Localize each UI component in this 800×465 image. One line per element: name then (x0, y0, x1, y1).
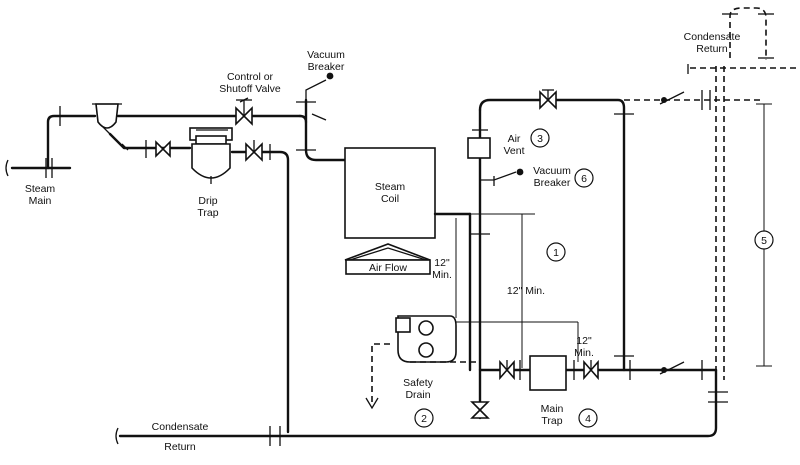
top-valve[interactable] (539, 89, 557, 110)
safety-drain-label-2: Drain (405, 389, 430, 401)
condensate-return-bottom-pipe (115, 368, 728, 446)
vacuum-breaker-mid-label-2: Breaker (534, 177, 571, 189)
steam-coil-label: Steam (375, 181, 406, 193)
coil-drop (468, 98, 634, 420)
min-12-left-label: 12" (434, 257, 450, 269)
air-vent (467, 129, 491, 159)
return-bottom-label: Return (164, 441, 196, 453)
svg-text:2: 2 (421, 413, 427, 425)
main-trap-label-2: Trap (541, 415, 562, 427)
coil-supply (296, 98, 347, 162)
steam-coil (344, 147, 535, 239)
drip-trap (189, 127, 233, 184)
condensate-return-top-label-2: Return (696, 43, 728, 55)
condensate-return-top-label: Condensate (684, 31, 741, 43)
strainer (92, 103, 302, 135)
main-trap (529, 355, 567, 391)
callout-2: 2 (414, 408, 434, 428)
main-trap-line (478, 359, 718, 381)
vacuum-breaker-top (305, 72, 334, 100)
drip-trap-label-2: Trap (197, 207, 218, 219)
svg-text:3: 3 (537, 133, 543, 145)
min-12-left-label-2: Min. (432, 269, 452, 281)
callout-4: 4 (578, 408, 598, 428)
vacuum-breaker-top-label: Vacuum (307, 49, 345, 61)
air-vent-label-2: Vent (503, 145, 524, 157)
drain-valve[interactable] (470, 401, 490, 419)
steam-coil-label-2: Coil (381, 193, 399, 205)
top-check-valve (624, 90, 760, 110)
control-valve-label: Control or (227, 71, 274, 83)
min-12-right-label-2: Min. (574, 347, 594, 359)
safety-trap (365, 315, 578, 410)
vacuum-breaker-top-label-2: Breaker (308, 61, 345, 73)
steam-main-label-2: Main (29, 195, 52, 207)
main-trap-label: Main (541, 403, 564, 415)
steam-main-label: Steam (25, 183, 56, 195)
svg-text:5: 5 (761, 235, 767, 247)
callout-6: 6 (574, 168, 594, 188)
condensate-bottom-label: Condensate (152, 421, 209, 433)
air-flow-label: Air Flow (369, 262, 407, 274)
min-12-mid-label: 12" Min. (507, 285, 545, 297)
control-valve-label-2: Shutoff Valve (219, 83, 281, 95)
vacuum-breaker-mid-label: Vacuum (533, 165, 571, 177)
drip-leg (108, 132, 290, 434)
svg-text:1: 1 (553, 247, 559, 259)
vacuum-breaker-mid (480, 168, 524, 186)
steam-main-pipe (5, 106, 97, 178)
callout-3: 3 (530, 128, 550, 148)
min-12-right-label: 12" (576, 335, 592, 347)
callout-5: 5 (754, 230, 774, 250)
air-flow-arrow (344, 243, 431, 275)
condensate-return-top-pipe (687, 7, 800, 380)
safety-drain-label: Safety (403, 377, 434, 389)
air-vent-label: Air (508, 133, 521, 145)
control-valve[interactable] (235, 97, 253, 126)
drip-trap-label: Drip (198, 195, 217, 207)
callout-1: 1 (546, 242, 566, 262)
svg-text:6: 6 (581, 173, 587, 185)
svg-text:4: 4 (585, 413, 591, 425)
